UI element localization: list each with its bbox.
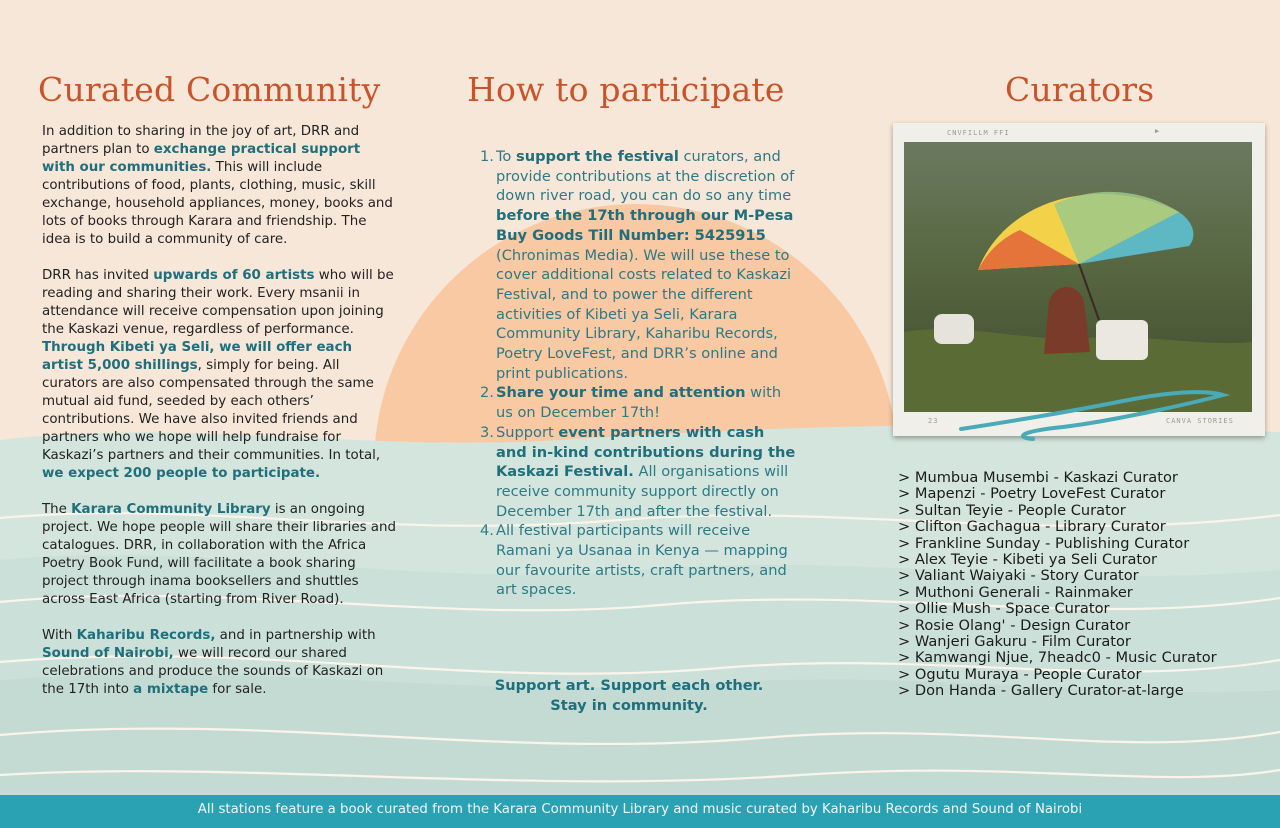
curated-community-title: Curated Community: [38, 70, 381, 109]
body-text: All festival participants will receive R…: [496, 522, 788, 599]
body-text: All organisations will receive community…: [496, 463, 789, 520]
body-text: This will include contributions of food,…: [42, 160, 393, 247]
photo-umbrella-orange: [978, 230, 1079, 270]
body-text: To: [496, 148, 517, 165]
photo-umbrella-green: [1054, 191, 1179, 264]
footer-text: All stations feature a book curated from…: [197, 802, 1083, 817]
closing-line-1: Support art. Support each other.: [494, 677, 764, 694]
participation-steps: 1.To support the festival curators, and …: [480, 147, 800, 600]
photo-sack-left: [934, 314, 974, 344]
highlight-text: support the festival: [516, 148, 679, 165]
body-text: The: [42, 502, 72, 517]
curator-item: > Wanjeri Gakuru - Film Curator: [898, 633, 1131, 651]
photo-ground: [904, 329, 1252, 412]
artists-paragraph: DRR has invited upwards of 60 artists wh…: [42, 267, 397, 483]
curator-item: > Ogutu Muraya - People Curator: [898, 665, 1142, 683]
highlight-text: Through Kibeti ya Seli, we will offer ea…: [42, 340, 353, 373]
support-paragraph: In addition to sharing in the joy of art…: [42, 123, 397, 249]
wave-line: [0, 727, 1280, 745]
curator-item: > Kamwangi Njue, 7headc0 - Music Curator: [898, 649, 1217, 667]
step-number: 1.: [480, 148, 494, 165]
scribble-decoration-icon: [959, 390, 1231, 441]
step-number: 3.: [480, 423, 494, 441]
highlight-text: Karara Community Library: [71, 502, 271, 517]
highlight-text: exchange practical support with our comm…: [42, 142, 361, 175]
curator-item: > Muthoni Generali - Rainmaker: [898, 583, 1133, 601]
curator-list: > Mumbua Musembi - Kaskazi Curator> Mape…: [898, 469, 1268, 700]
body-text: with us on December 17th!: [496, 384, 782, 422]
body-text: , simply for being. All curators are als…: [42, 358, 381, 463]
scribble-stroke: [959, 390, 1231, 441]
participation-step: 2.Share your time and attention with us …: [480, 383, 800, 422]
highlight-text: Sound of Nairobi,: [42, 646, 174, 661]
polaroid-photo: CNVFILLM FFI ▶ 23 CANVA STORIES: [893, 123, 1265, 441]
body-text: DRR has invited: [42, 268, 154, 283]
body-text: In addition to sharing in the joy of art…: [42, 124, 360, 157]
curator-item: > Valiant Waiyaki - Story Curator: [898, 567, 1139, 585]
curator-item: > Don Handa - Gallery Curator-at-large: [898, 682, 1184, 700]
frame-play-icon: ▶: [1155, 127, 1161, 135]
body-text: who will be reading and sharing their wo…: [42, 268, 394, 337]
curator-item: > Alex Teyie - Kibeti ya Seli Curator: [898, 551, 1158, 569]
body-text: (Chronimas Media). We will use these to …: [496, 246, 792, 382]
frame-top-label: CNVFILLM FFI: [947, 129, 1010, 137]
library-paragraph: The Karara Community Library is an ongoi…: [42, 501, 397, 609]
curator-item: > Sultan Teyie - People Curator: [898, 501, 1126, 519]
step-number: 2.: [480, 384, 494, 402]
curated-community-body: In addition to sharing in the joy of art…: [42, 123, 397, 699]
participation-step: 3.Support event partners with cash and i…: [480, 423, 800, 522]
mixtape-paragraph: With Kaharibu Records, and in partnershi…: [42, 627, 397, 699]
footer-banner: All stations feature a book curated from…: [0, 795, 1280, 828]
curator-item: > Mapenzi - Poetry LoveFest Curator: [898, 485, 1166, 503]
lower-wave: [0, 674, 1280, 828]
body-text: is an ongoing project. We hope people wi…: [42, 502, 397, 607]
wave-line: [0, 655, 1280, 675]
closing-line-2: Stay in community.: [550, 696, 708, 714]
highlight-text: Share your time and attention: [496, 384, 746, 402]
curator-item: > Rosie Olang' - Design Curator: [898, 616, 1131, 634]
how-to-participate-title: How to participate: [467, 70, 785, 109]
photo-umbrella-blue: [1079, 212, 1194, 264]
curator-item: > Ollie Mush - Space Curator: [898, 600, 1110, 618]
step-number: 4.: [480, 522, 494, 540]
photo-umbrella-pole: [1078, 263, 1100, 321]
body-text: With: [42, 628, 77, 643]
photo-figure: [1044, 287, 1090, 354]
participation-step: 1.To support the festival curators, and …: [480, 147, 800, 383]
highlight-text: upwards of 60 artists: [153, 268, 315, 283]
wave-line: [0, 512, 1280, 528]
participation-step: 4.All festival participants will receive…: [480, 521, 800, 600]
highlight-text: before the 17th through our M-Pesa Buy G…: [496, 207, 794, 244]
highlight-text: Kaharibu Records,: [76, 628, 216, 643]
body-text: Support: [496, 423, 559, 441]
curator-item: > Clifton Gachagua - Library Curator: [898, 518, 1166, 536]
curator-item: > Mumbua Musembi - Kaskazi Curator: [898, 469, 1178, 486]
frame-bottom-right-label: CANVA STORIES: [1166, 417, 1234, 425]
photo-sack-right: [1096, 320, 1148, 360]
frame-bottom-left-label: 23: [928, 417, 939, 425]
closing-message: Support art. Support each other. Stay in…: [470, 676, 788, 715]
highlight-text: we expect 200 people to participate.: [42, 466, 321, 481]
body-text: we will record our shared celebrations a…: [42, 646, 384, 697]
body-text: and in partnership with: [215, 628, 376, 643]
highlight-text: a mixtape: [133, 682, 209, 697]
wave-line: [0, 594, 1280, 612]
body-text: curators, and provide contributions at t…: [496, 148, 795, 205]
highlight-text: event partners with cash and in-kind con…: [496, 423, 796, 481]
umbrella-photo-icon: [904, 142, 1252, 412]
curators-title: Curators: [1005, 70, 1155, 109]
wave-line: [0, 768, 1280, 783]
body-text: for sale.: [208, 682, 267, 697]
curator-item: > Frankline Sunday - Publishing Curator: [898, 534, 1190, 552]
